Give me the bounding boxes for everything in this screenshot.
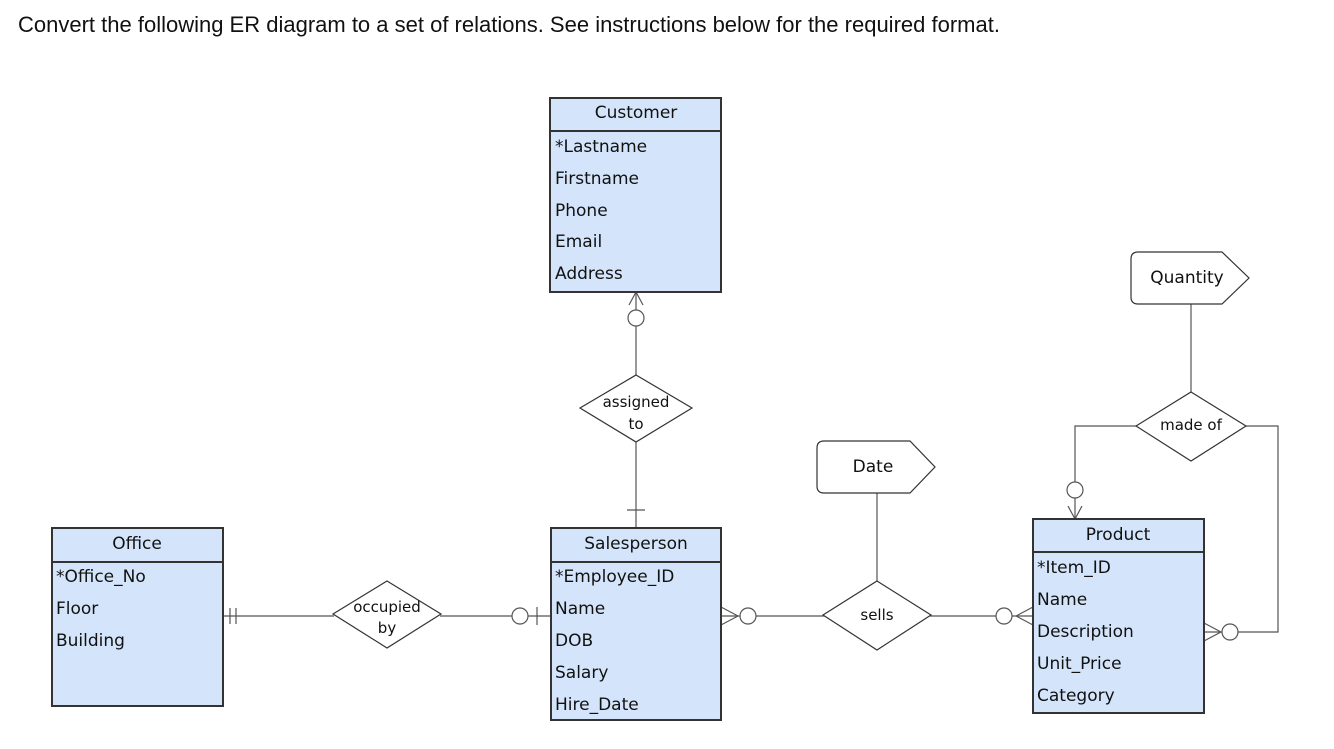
salesperson-title: Salesperson bbox=[584, 534, 688, 554]
sells-crowfoot-bottom bbox=[720, 615, 739, 626]
customer-crowfoot-left bbox=[628, 291, 637, 306]
customer-attr-5: Address bbox=[555, 264, 623, 284]
salesperson-attr-2: Name bbox=[555, 599, 605, 619]
madeof-product-top-link bbox=[1074, 425, 1137, 482]
product-crowfoot-bottom bbox=[1015, 615, 1034, 626]
occupied-by-label-2: by bbox=[378, 619, 397, 637]
date-label: Date bbox=[853, 457, 894, 477]
quantity-label: Quantity bbox=[1150, 268, 1223, 288]
product-right-circle bbox=[1221, 623, 1239, 641]
customer-attr-4: Email bbox=[555, 232, 602, 252]
madeof-product-right-link bbox=[1238, 425, 1279, 633]
occupied-by-diamond bbox=[331, 580, 443, 649]
product-top-crowfoot-left bbox=[1067, 505, 1076, 520]
entity-salesperson: Salesperson *Employee_ID Name DOB Salary… bbox=[550, 527, 722, 721]
product-crowfoot-top bbox=[1015, 606, 1034, 617]
entity-office: Office *Office_No Floor Building bbox=[51, 527, 224, 707]
product-top-circle bbox=[1066, 481, 1084, 499]
product-title: Product bbox=[1086, 525, 1151, 545]
salesperson-attr-4: Salary bbox=[555, 663, 608, 683]
assigned-to-label-1: assigned bbox=[603, 393, 670, 411]
office-box bbox=[51, 527, 224, 707]
product-attr-3: Description bbox=[1037, 622, 1134, 642]
assigned-to-label-2: to bbox=[628, 415, 643, 433]
product-attr-5: Category bbox=[1037, 686, 1115, 706]
salesperson-box bbox=[550, 527, 722, 721]
date-box bbox=[816, 440, 936, 494]
attribute-date: Date bbox=[816, 440, 936, 494]
entity-product: Product *Item_ID Name Description Unit_P… bbox=[1032, 518, 1205, 714]
customer-crowfoot-right bbox=[635, 291, 644, 306]
relationship-made-of: made of bbox=[1134, 391, 1248, 462]
product-box bbox=[1032, 518, 1205, 714]
relationship-occupied-by: occupied by bbox=[331, 580, 443, 649]
office-attr-1: *Office_No bbox=[56, 567, 146, 587]
occupied-optional-circle bbox=[511, 607, 529, 625]
product-right-crowfoot-bottom bbox=[1203, 631, 1222, 642]
salesperson-attr-3: DOB bbox=[555, 631, 593, 651]
relationship-assigned-to: assigned to bbox=[578, 374, 694, 443]
salesperson-attr-1: *Employee_ID bbox=[555, 567, 674, 587]
quantity-box bbox=[1130, 251, 1250, 305]
relationship-sells: sells bbox=[821, 580, 933, 651]
customer-attr-2: Firstname bbox=[555, 169, 639, 189]
made-of-label: made of bbox=[1160, 416, 1222, 434]
sells-label: sells bbox=[860, 606, 893, 624]
office-attr-3: Building bbox=[56, 631, 125, 651]
sells-left-circle bbox=[739, 607, 757, 625]
entity-customer: Customer *Lastname Firstname Phone Email… bbox=[549, 97, 722, 293]
product-attr-2: Name bbox=[1037, 590, 1087, 610]
sells-right-circle bbox=[995, 607, 1013, 625]
customer-optional-circle bbox=[627, 309, 645, 327]
product-top-crowfoot-right bbox=[1074, 505, 1083, 520]
customer-title: Customer bbox=[595, 103, 678, 123]
occupied-by-label-1: occupied bbox=[353, 598, 421, 616]
assigned-to-diamond bbox=[578, 374, 694, 443]
customer-attr-3: Phone bbox=[555, 201, 608, 221]
customer-attr-1: *Lastname bbox=[555, 137, 647, 157]
sells-crowfoot-top bbox=[720, 606, 739, 617]
product-attr-1: *Item_ID bbox=[1037, 558, 1111, 578]
sells-diamond bbox=[821, 580, 933, 651]
made-of-diamond bbox=[1134, 391, 1248, 462]
instruction-text: Convert the following ER diagram to a se… bbox=[18, 12, 1000, 37]
product-right-crowfoot-top bbox=[1203, 622, 1222, 633]
product-attr-4: Unit_Price bbox=[1037, 654, 1122, 674]
customer-box bbox=[549, 97, 722, 293]
office-title: Office bbox=[112, 534, 162, 554]
office-attr-2: Floor bbox=[56, 599, 98, 619]
attribute-quantity: Quantity bbox=[1130, 251, 1250, 305]
salesperson-attr-5: Hire_Date bbox=[555, 695, 639, 715]
